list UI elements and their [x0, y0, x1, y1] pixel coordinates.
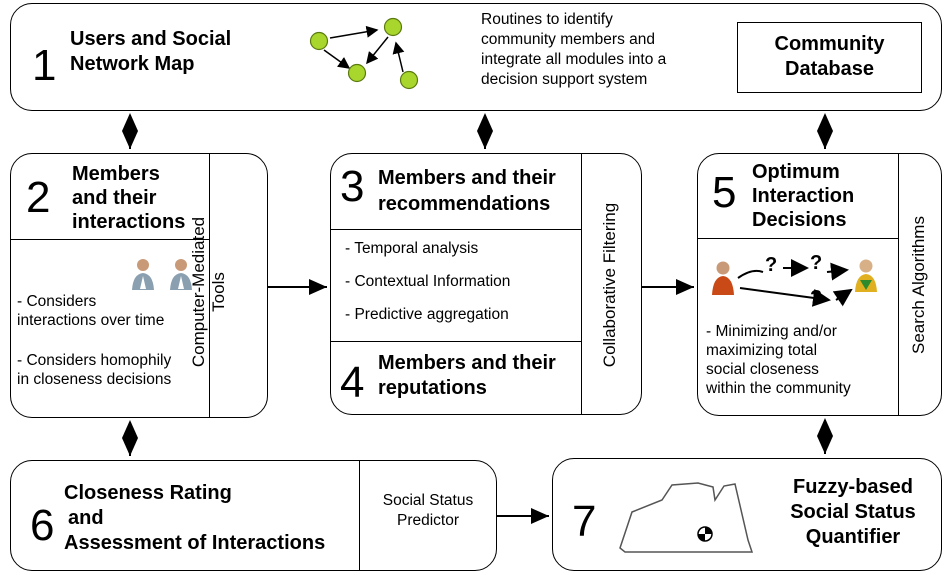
box3-bullet1: - Temporal analysis [345, 240, 479, 257]
box3-bullet2: - Contextual Information [345, 273, 511, 290]
question-mark-3: ? [810, 287, 823, 309]
box1-title-line1: Users and Social [70, 28, 232, 50]
database-line2: Database [785, 58, 874, 80]
box2-title-line1: Members [72, 163, 160, 185]
box34-divider-vertical [581, 154, 582, 414]
box3-bullet3: - Predictive aggregation [345, 306, 509, 323]
box5-title-line2: Interaction [752, 185, 855, 207]
box2-divider-horizontal [11, 239, 209, 240]
box1-number: 1 [32, 41, 57, 90]
box5-title-line1: Optimum [752, 161, 840, 183]
box5-bullet-line4: within the community [706, 380, 851, 397]
box3-number: 3 [340, 162, 365, 211]
box7-title-line2: Social Status [790, 501, 916, 523]
box2-bullet2-cont: in closeness decisions [17, 371, 172, 388]
box1-title-line2: Network Map [70, 53, 195, 75]
box2-number: 2 [26, 173, 51, 222]
box2-divider-vertical [209, 154, 210, 417]
box4-title-line2: reputations [378, 377, 487, 399]
box2-bullet1-cont: interactions over time [17, 312, 165, 329]
box6-divider-vertical [359, 461, 360, 570]
box2-bullet2: - Considers homophily [17, 352, 172, 369]
box6-number: 6 [30, 501, 55, 550]
box3-header-divider [331, 229, 581, 230]
routines-line2: community members and [481, 31, 656, 48]
question-mark-2: ? [810, 252, 823, 274]
box6-title-line1: Closeness Rating [64, 482, 232, 504]
box-optimum-interaction-decisions [697, 153, 942, 416]
box3-title-line2: recommendations [378, 193, 551, 215]
box5-number: 5 [712, 168, 737, 217]
box6-title-line3: Assessment of Interactions [64, 532, 326, 554]
box5-divider-vertical [898, 154, 899, 415]
box3-title-line1: Members and their [378, 167, 556, 189]
box3-box4-divider [331, 341, 581, 342]
box2-title-line2: and their [72, 187, 157, 209]
question-mark-1: ? [765, 254, 778, 276]
box5-bullet-line3: social closeness [706, 361, 819, 378]
routines-line4: decision support system [481, 71, 648, 88]
community-database-box [737, 22, 922, 93]
predictor-line2: Predictor [396, 512, 460, 529]
box5-bullet-line2: maximizing total [706, 342, 818, 359]
routines-line1: Routines to identify [481, 11, 613, 28]
predictor-line1: Social Status [382, 492, 474, 509]
box2-bullet1: - Considers [17, 293, 97, 310]
box-closeness-rating [10, 460, 497, 571]
box5-title-line3: Decisions [752, 209, 847, 231]
box7-title-line1: Fuzzy-based [792, 476, 914, 498]
box5-bullet-line1: - Minimizing and/or [706, 323, 837, 340]
box7-title-line3: Quantifier [805, 526, 901, 548]
routines-line3: integrate all modules into a [481, 51, 667, 68]
database-line1: Community [774, 33, 885, 55]
box6-title-line2: and [68, 507, 104, 529]
box4-number: 4 [340, 358, 365, 407]
box2-title-line3: interactions [72, 211, 186, 233]
box-recommendations-reputations [330, 153, 642, 415]
box5-divider-horizontal [698, 238, 898, 239]
box7-number: 7 [572, 497, 597, 546]
box-users-social-network [10, 3, 942, 111]
box4-title-line1: Members and their [378, 352, 556, 374]
